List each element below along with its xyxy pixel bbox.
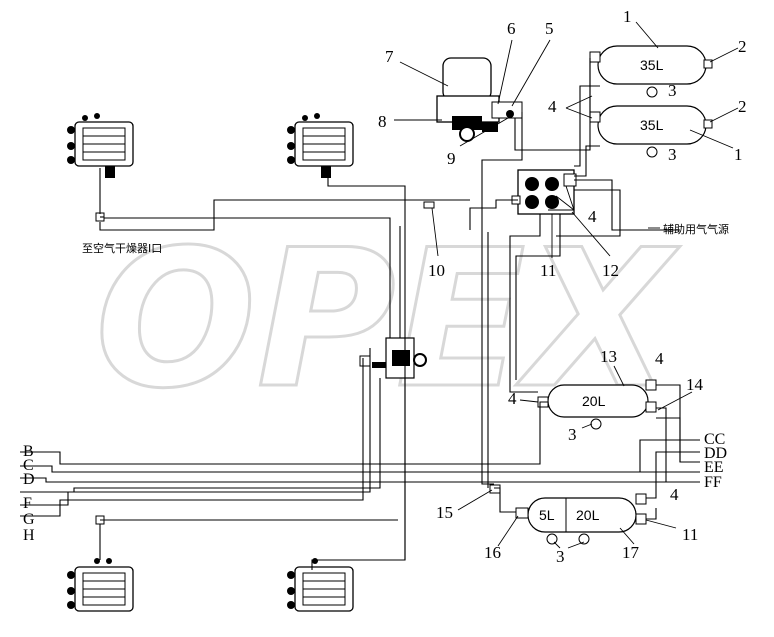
aux-source-label: 辅助用气气源 <box>663 222 729 236</box>
callout-3-top: 3 <box>668 81 677 100</box>
callout-2-top: 2 <box>738 37 747 56</box>
callout-4-valve: 4 <box>588 207 597 226</box>
brake-chamber-top-left <box>67 113 134 178</box>
leader-lines <box>394 21 739 549</box>
port-label-ee: EE <box>704 459 724 476</box>
air-dryer <box>436 57 523 142</box>
four-circuit-valve <box>511 169 577 215</box>
air-tank-middle: 35L <box>589 105 713 158</box>
air-tank-top: 35L <box>589 45 713 98</box>
tank-bottom-large-capacity: 20L <box>576 507 600 523</box>
callout-13: 13 <box>600 347 617 366</box>
callout-3-right-tank: 3 <box>568 425 577 444</box>
callout-15: 15 <box>436 503 453 522</box>
fitting-10 <box>423 201 435 209</box>
callout-12: 12 <box>602 261 619 280</box>
callout-1-middle: 1 <box>734 145 743 164</box>
dryer-inlet-label: 至空气干燥器Ⅰ口 <box>82 241 162 255</box>
callout-3-middle: 3 <box>668 145 677 164</box>
callouts: 1 2 3 4 2 3 1 4 5 6 7 8 9 10 11 12 13 4 … <box>378 7 747 566</box>
callout-11-bottom: 11 <box>682 525 698 544</box>
port-label-d: D <box>23 471 35 488</box>
callout-14: 14 <box>686 375 704 394</box>
port-label-h: H <box>23 527 35 544</box>
brake-chamber-bottom-left <box>67 558 134 612</box>
tank-right-capacity: 20L <box>582 393 606 409</box>
callout-4-bottom-tank: 4 <box>670 485 679 504</box>
callout-5: 5 <box>545 19 554 38</box>
fitting-15 <box>489 484 501 494</box>
right-port-labels: CC DD EE FF <box>704 431 727 491</box>
callout-6: 6 <box>507 19 516 38</box>
port-label-f: F <box>23 495 32 512</box>
callout-16: 16 <box>484 543 501 562</box>
callout-2-middle: 2 <box>738 97 747 116</box>
brake-chamber-top-right <box>287 113 354 178</box>
callout-4-right-tank: 4 <box>655 349 664 368</box>
brake-chamber-bottom-right <box>287 558 354 612</box>
left-port-labels: B C D F G H <box>23 443 35 544</box>
callout-11-top: 11 <box>540 261 556 280</box>
air-tank-bottom: 5L 20L <box>515 493 647 545</box>
port-label-b: B <box>23 443 34 460</box>
callout-17: 17 <box>622 543 640 562</box>
port-label-ff: FF <box>704 474 722 491</box>
port-label-g: G <box>23 511 35 528</box>
tank-bottom-small-capacity: 5L <box>539 507 555 523</box>
callout-4-top: 4 <box>548 97 557 116</box>
callout-10: 10 <box>428 261 445 280</box>
callout-1-top: 1 <box>623 7 632 26</box>
tank-top-capacity: 35L <box>640 57 664 73</box>
callout-9: 9 <box>447 149 456 168</box>
port-label-dd: DD <box>704 445 727 462</box>
callout-3-bottom-tank: 3 <box>556 547 565 566</box>
port-label-c: C <box>23 457 34 474</box>
callout-7: 7 <box>385 47 394 66</box>
callout-8: 8 <box>378 112 387 131</box>
tank-middle-capacity: 35L <box>640 117 664 133</box>
pipe-network <box>20 58 700 570</box>
callout-4-left-tank: 4 <box>508 389 517 408</box>
air-tank-right: 20L <box>537 379 657 430</box>
port-label-cc: CC <box>704 431 725 448</box>
